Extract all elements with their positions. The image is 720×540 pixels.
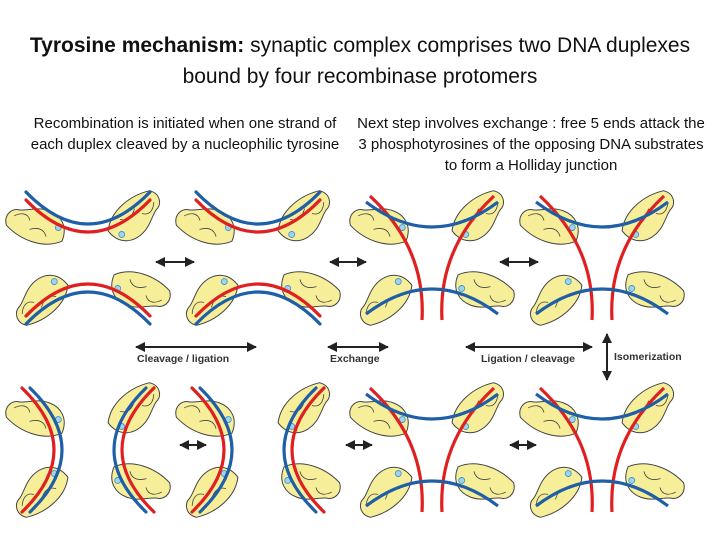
caption-cleavage: Recombination is initiated when one stra… [30,115,340,153]
complex-top-1 [5,190,171,326]
slide-title: Tyrosine mechanism: synaptic complex com… [20,30,700,92]
recombinase-protomer [175,208,235,245]
label-isomerization: Isomerization [614,351,682,363]
complex-top-4 [519,190,685,326]
recombinase-protomer [185,274,239,326]
title-bold: Tyrosine mechanism: [29,34,245,57]
complex-top-3 [349,190,515,326]
recombinase-protomer [359,466,413,518]
title-rest: synaptic complex comprises two DNA duple… [182,34,691,88]
label-exchange: Exchange [330,353,380,365]
label-ligation-cleavage: Ligation / cleavage [481,353,575,365]
recombinase-protomer [451,190,505,242]
label-cleavage-ligation: Cleavage / ligation [137,353,229,365]
recombinase-protomer [15,274,69,326]
recombinase-protomer [529,274,583,326]
recombinase-protomer [621,190,675,242]
recombinase-protomer [621,382,675,434]
recombinase-protomer [529,466,583,518]
complex-bottom-4 [519,382,685,518]
recombinase-protomer [277,190,331,242]
recombinase-protomer [359,274,413,326]
recombinase-protomer [451,382,505,434]
complex-panels [5,190,685,518]
recombinase-protomer [107,190,161,242]
complex-top-2 [175,190,341,326]
caption-exchange: Next step involves exchange : free 5 end… [357,115,705,174]
complex-bottom-1 [5,382,171,518]
complex-bottom-3 [349,382,515,518]
recombinase-protomer [5,208,65,245]
recombinase-protomer [111,271,171,308]
complex-bottom-2 [175,382,341,518]
